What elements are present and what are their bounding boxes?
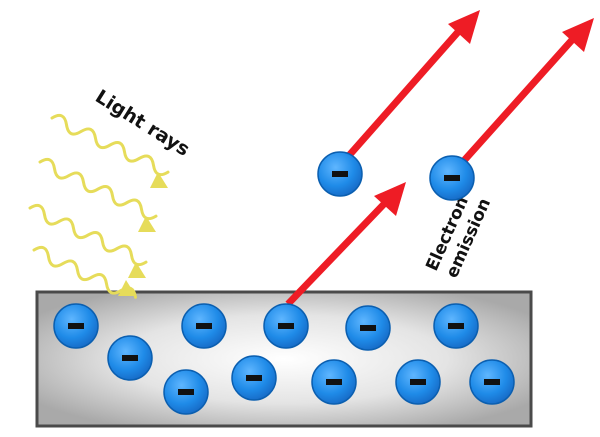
light-ray-3 — [28, 203, 148, 267]
electron — [345, 305, 391, 351]
emission-arrow-2-head — [562, 18, 594, 52]
electron — [429, 155, 475, 201]
light-ray-heads — [118, 172, 168, 296]
electron — [317, 151, 363, 197]
emission-arrow-3-head — [374, 182, 406, 216]
emission-arrow-3-shaft — [285, 201, 387, 307]
electron-minus-sign — [332, 171, 348, 177]
electron — [263, 303, 309, 349]
electron — [163, 369, 209, 415]
electron — [395, 359, 441, 405]
light-rays-label: Light rays — [91, 86, 193, 161]
light-ray-2 — [38, 157, 158, 221]
electron-minus-sign — [360, 325, 376, 331]
light-ray-1 — [50, 113, 170, 177]
electron-minus-sign — [444, 175, 460, 181]
light-ray-head-2 — [138, 216, 156, 232]
light-ray-head-1 — [150, 172, 168, 188]
electron-minus-sign — [68, 323, 84, 329]
electron — [311, 359, 357, 405]
light-ray-head-4 — [118, 280, 136, 296]
electron-minus-sign — [178, 389, 194, 395]
electron-minus-sign — [448, 323, 464, 329]
electron-minus-sign — [122, 355, 138, 361]
electron — [107, 335, 153, 381]
electron — [53, 303, 99, 349]
electron — [231, 355, 277, 401]
emission-arrow-1-shaft — [335, 29, 461, 171]
emission-arrow-1-head — [448, 10, 480, 44]
emission-arrows — [285, 29, 575, 307]
emission-arrow-heads — [374, 10, 594, 216]
emission-arrow-2-shaft — [449, 37, 575, 177]
electron-minus-sign — [326, 379, 342, 385]
light-ray-head-3 — [128, 262, 146, 278]
electron — [469, 359, 515, 405]
electrons-group — [53, 151, 515, 415]
light-ray-4 — [32, 245, 138, 299]
electron-minus-sign — [410, 379, 426, 385]
electron-minus-sign — [246, 375, 262, 381]
light-rays-group — [28, 113, 170, 299]
electron-minus-sign — [196, 323, 212, 329]
electron-minus-sign — [278, 323, 294, 329]
electron — [181, 303, 227, 349]
electron — [433, 303, 479, 349]
electron-minus-sign — [484, 379, 500, 385]
